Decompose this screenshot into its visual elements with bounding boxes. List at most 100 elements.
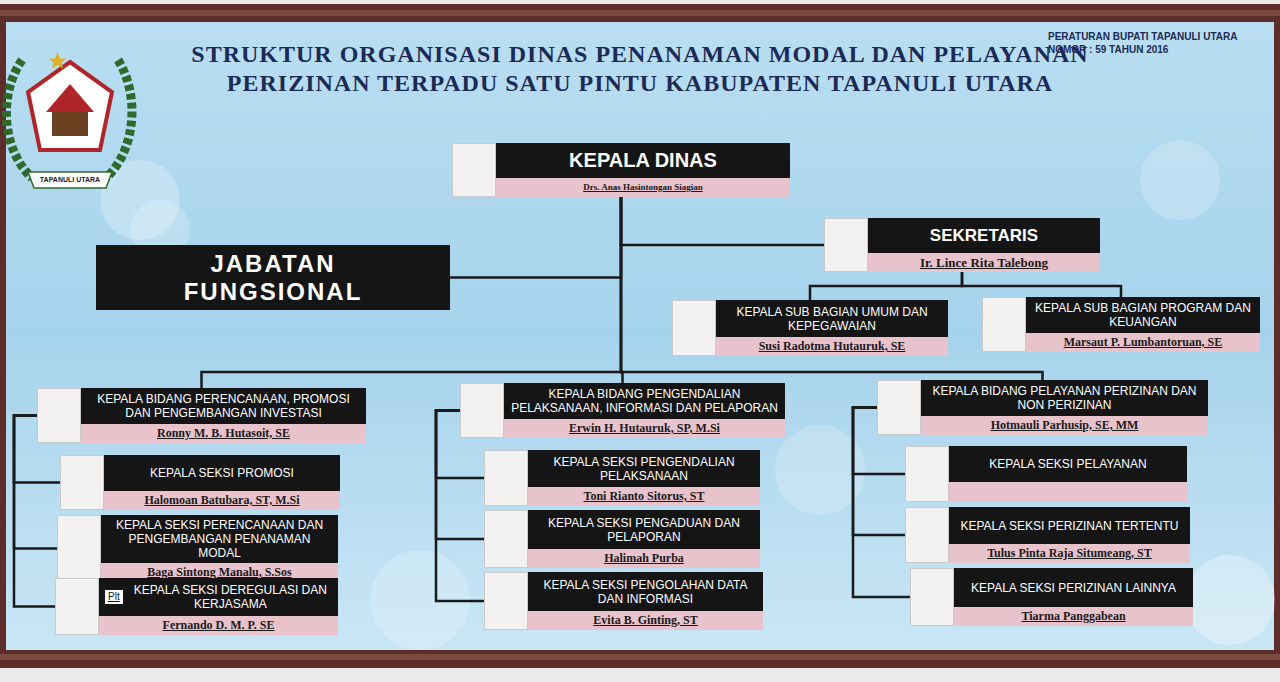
official-name: Marsaut P. Lumbantoruan, SE — [1026, 333, 1260, 352]
org-connector — [436, 411, 484, 602]
photo-frame — [910, 568, 954, 626]
org-connector — [853, 408, 910, 598]
position-box: KEPALA SEKSI PENGENDALIAN PELAKSANAANTon… — [484, 450, 760, 506]
photo-frame — [905, 446, 949, 502]
position-title: KEPALA SEKSI DEREGULASI DAN KERJASAMA — [129, 583, 332, 611]
header-band: KEPALA DINAS — [496, 143, 790, 178]
official-name: Susi Radotma Hutauruk, SE — [716, 337, 948, 356]
position-title: KEPALA BIDANG PERENCANAAN, PROMOSI DAN P… — [87, 392, 360, 420]
org-connector — [810, 272, 962, 300]
header-band: KEPALA BIDANG PERENCANAAN, PROMOSI DAN P… — [81, 388, 366, 424]
header-band: PltKEPALA SEKSI DEREGULASI DAN KERJASAMA — [99, 578, 338, 616]
photo-frame — [905, 507, 949, 563]
box-body: SEKRETARIS Ir. Lince Rita Talebong — [868, 218, 1100, 272]
header-band: KEPALA SUB BAGIAN PROGRAM DAN KEUANGAN — [1026, 297, 1260, 333]
official-name: Halomoan Batubara, ST, M.Si — [104, 491, 340, 510]
box-body: PltKEPALA SEKSI DEREGULASI DAN KERJASAMA… — [99, 578, 338, 635]
photo-frame — [37, 388, 81, 443]
position-box: KEPALA SEKSI PENGADUAN DAN PELAPORANHali… — [484, 510, 760, 568]
box-body: KEPALA BIDANG PELAYANAN PERIZINAN DAN NO… — [921, 380, 1208, 435]
official-name: Ronny M. B. Hutasoit, SE — [81, 424, 366, 443]
photo-frame — [55, 578, 99, 635]
position-box: KEPALA SUB BAGIAN UMUM DAN KEPEGAWAIAN Su… — [672, 300, 948, 356]
photo-frame — [57, 515, 101, 582]
header-band: KEPALA SEKSI PROMOSI — [104, 455, 340, 491]
header-band: KEPALA SEKSI PERENCANAAN DAN PENGEMBANGA… — [101, 515, 338, 563]
photo-frame — [452, 143, 496, 197]
logo-wreath — [6, 60, 32, 178]
logo-ribbon — [28, 172, 112, 188]
position-box: KEPALA SEKSI PELAYANAN — [905, 446, 1187, 502]
official-name: Tiarma Panggabean — [954, 607, 1193, 626]
header-band: KEPALA SEKSI PERIZINAN TERTENTU — [949, 507, 1190, 544]
header-band: KEPALA SEKSI PENGENDALIAN PELAKSANAAN — [528, 450, 760, 487]
logo-shield — [28, 62, 112, 150]
header-band: SEKRETARIS — [868, 218, 1100, 253]
position-box: KEPALA SEKSI PERIZINAN LAINNYA Tiarma Pan… — [910, 568, 1193, 626]
position-title: SEKRETARIS — [930, 226, 1038, 246]
official-name: Toni Rianto Sitorus, ST — [528, 487, 760, 506]
logo-roof — [46, 84, 94, 112]
logo-wreath — [106, 60, 132, 178]
box-body: KEPALA SEKSI PERENCANAAN DAN PENGEMBANGA… — [101, 515, 338, 582]
position-title: KEPALA SEKSI PERENCANAAN DAN PENGEMBANGA… — [107, 518, 332, 560]
photo-frame — [60, 455, 104, 510]
photo-frame — [824, 218, 868, 272]
logo-house — [52, 112, 88, 136]
position-title: KEPALA SEKSI PERIZINAN TERTENTU — [960, 519, 1178, 533]
position-title: KEPALA SUB BAGIAN UMUM DAN KEPEGAWAIAN — [722, 305, 942, 333]
photo-frame — [672, 300, 716, 356]
position-title: KEPALA BIDANG PELAYANAN PERIZINAN DAN NO… — [927, 384, 1202, 412]
photo-frame — [484, 510, 528, 568]
official-name: Ir. Lince Rita Talebong — [868, 253, 1100, 272]
official-name: Halimah Purba — [528, 549, 760, 568]
position-box: KEPALA SEKSI PROMOSIHalomoan Batubara, S… — [60, 455, 340, 510]
header-band: KEPALA BIDANG PENGENDALIAN PELAKSANAAN, … — [504, 383, 785, 419]
box-body: KEPALA SUB BAGIAN UMUM DAN KEPEGAWAIAN Su… — [716, 300, 948, 356]
box-body: KEPALA BIDANG PENGENDALIAN PELAKSANAAN, … — [504, 383, 785, 438]
bokeh — [1185, 555, 1275, 645]
empty-name-bar — [949, 482, 1187, 502]
box-body: KEPALA BIDANG PERENCANAAN, PROMOSI DAN P… — [81, 388, 366, 443]
box-body: KEPALA SEKSI PENGOLAHAN DATA DAN INFORMA… — [528, 572, 763, 630]
frame-trim — [0, 10, 1280, 16]
header-band: KEPALA SEKSI PELAYANAN — [949, 446, 1187, 482]
header-band: KEPALA SEKSI PERIZINAN LAINNYA — [954, 568, 1193, 607]
photo-frame — [460, 383, 504, 438]
org-connector — [621, 197, 824, 245]
box-body: KEPALA SEKSI PERIZINAN TERTENTUTulus Pin… — [949, 507, 1190, 563]
logo-caption: TAPANULI UTARA — [36, 175, 104, 184]
position-title: KEPALA SEKSI PERIZINAN LAINNYA — [971, 581, 1176, 595]
org-connector — [14, 416, 55, 607]
position-title: KEPALA SEKSI PELAYANAN — [989, 457, 1146, 471]
frame-trim — [0, 654, 1280, 660]
functional-box: JABATAN FUNGSIONAL — [96, 245, 450, 310]
box-body: KEPALA SUB BAGIAN PROGRAM DAN KEUANGANMa… — [1026, 297, 1260, 352]
box-body: KEPALA SEKSI PROMOSIHalomoan Batubara, S… — [104, 455, 340, 510]
box-body: KEPALA SEKSI PENGADUAN DAN PELAPORANHali… — [528, 510, 760, 568]
position-title: KEPALA SEKSI PENGOLAHAN DATA DAN INFORMA… — [534, 578, 757, 606]
regulation-note: PERATURAN BUPATI TAPANULI UTARA NOMOR : … — [1048, 30, 1266, 56]
regency-logo — [6, 52, 132, 188]
box-body: KEPALA SEKSI PELAYANAN — [949, 446, 1187, 502]
box-body: KEPALA SEKSI PENGENDALIAN PELAKSANAANTon… — [528, 450, 760, 506]
official-name: Erwin H. Hutauruk, SP, M.Si — [504, 419, 785, 438]
photo-frame — [982, 297, 1026, 352]
position-box: KEPALA BIDANG PENGENDALIAN PELAKSANAAN, … — [460, 383, 785, 438]
position-title: KEPALA BIDANG PENGENDALIAN PELAKSANAAN, … — [510, 387, 779, 415]
box-body: KEPALA SEKSI PERIZINAN LAINNYA Tiarma Pan… — [954, 568, 1193, 626]
official-name: Fernando D. M. P. SE — [99, 616, 338, 635]
photo-frame — [484, 450, 528, 506]
logo-star — [49, 52, 67, 69]
position-box: KEPALA SUB BAGIAN PROGRAM DAN KEUANGANMa… — [982, 297, 1260, 352]
box-body: KEPALA DINASDrs. Anas Hasintongan Siagia… — [496, 143, 790, 197]
header-band: KEPALA SUB BAGIAN UMUM DAN KEPEGAWAIAN — [716, 300, 948, 337]
org-connector — [450, 197, 621, 278]
header-band: KEPALA SEKSI PENGOLAHAN DATA DAN INFORMA… — [528, 572, 763, 611]
sky-panel — [6, 22, 1274, 650]
position-box: KEPALA SEKSI PENGOLAHAN DATA DAN INFORMA… — [484, 572, 763, 630]
position-box: KEPALA BIDANG PELAYANAN PERIZINAN DAN NO… — [877, 380, 1208, 435]
photo-frame — [877, 380, 921, 435]
position-box: KEPALA BIDANG PERENCANAAN, PROMOSI DAN P… — [37, 388, 366, 443]
